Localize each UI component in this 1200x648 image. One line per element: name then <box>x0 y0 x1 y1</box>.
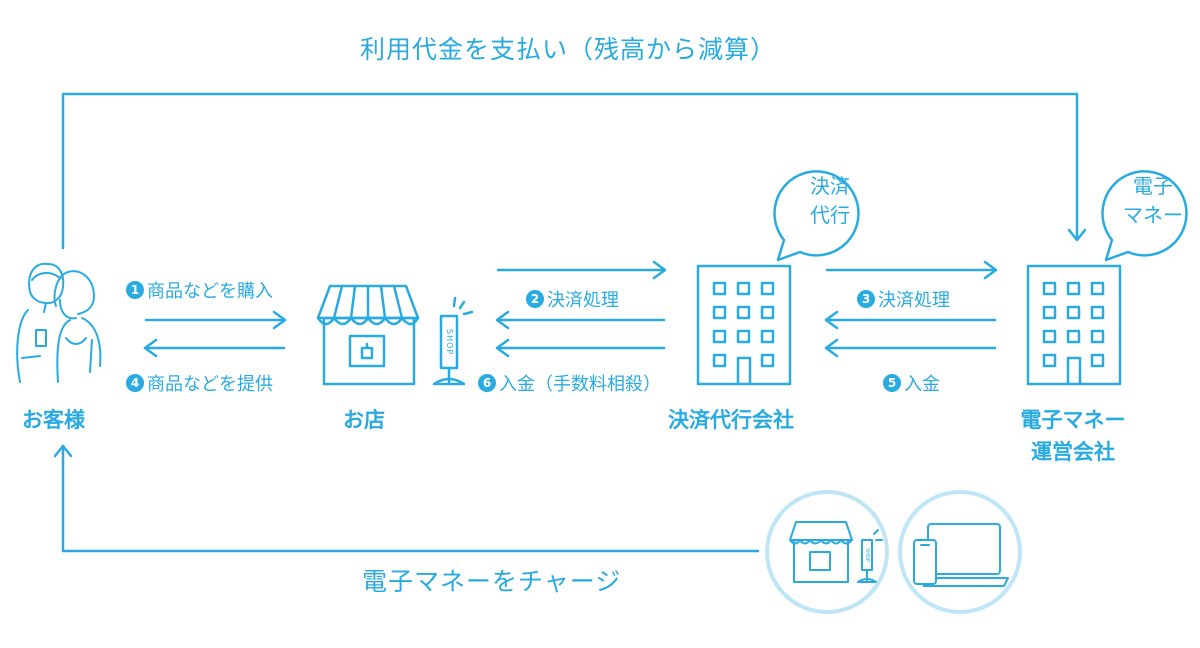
edge-text: 決済処理 <box>878 290 950 311</box>
edge-label-4: 4 商品などを提供 <box>126 370 273 396</box>
shop-sign-text: SHOP <box>445 328 454 356</box>
bottom-flow-arrow <box>53 444 760 553</box>
customer-label: お客様 <box>22 408 85 432</box>
emoney-company-building-icon <box>1026 264 1122 386</box>
charge-shop-sign-text: SHOP <box>864 548 870 562</box>
speech-bubble-agent <box>773 170 860 262</box>
customers-icon <box>16 262 102 383</box>
bubble-agent-line2: 代行 <box>810 203 850 227</box>
bubble-agent-text: 決済 代行 <box>795 172 865 230</box>
payment-agent-label: 決済代行会社 <box>668 408 794 432</box>
edge-text: 商品などを提供 <box>147 374 273 395</box>
arrow-emoney-to-agent-processing <box>824 310 997 330</box>
store-icon <box>316 284 474 386</box>
step-number: 3 <box>857 290 875 308</box>
edge-label-6: 6 入金（手数料相殺） <box>478 370 661 396</box>
bubble-emoney-line2: マネー <box>1123 203 1183 227</box>
bubble-agent-line1: 決済 <box>810 174 850 198</box>
charge-store-circle <box>765 490 889 614</box>
arrow-agent-to-store-processing <box>495 310 666 330</box>
edge-text: 決済処理 <box>547 290 619 311</box>
top-flow-arrow <box>61 92 1087 250</box>
store-label: お店 <box>343 408 385 432</box>
step-number: 5 <box>883 374 901 392</box>
bubble-emoney-text: 電子 マネー <box>1113 172 1193 230</box>
edge-label-1: 1 商品などを購入 <box>126 277 273 303</box>
edge-text: 入金 <box>904 374 940 395</box>
edge-text: 入金（手数料相殺） <box>499 374 661 395</box>
speech-bubble-emoney <box>1101 170 1188 262</box>
top-flow-label: 利用代金を支払い（残高から減算） <box>360 35 777 64</box>
arrow-store-to-customer <box>143 338 286 358</box>
arrow-customer-to-store <box>144 310 287 330</box>
bottom-flow-label: 電子マネーをチャージ <box>362 567 622 596</box>
bubble-emoney-line1: 電子 <box>1133 174 1173 198</box>
edge-label-2: 2 決済処理 <box>526 286 619 312</box>
edge-text: 商品などを購入 <box>147 281 273 302</box>
edge-label-5: 5 入金 <box>883 370 940 396</box>
step-number: 6 <box>478 374 496 392</box>
arrow-store-to-agent <box>496 260 667 280</box>
arrow-agent-to-store-payment <box>495 338 666 358</box>
step-number: 1 <box>126 281 144 299</box>
charge-device-circle <box>898 490 1022 614</box>
step-number: 4 <box>126 374 144 392</box>
step-number: 2 <box>526 290 544 308</box>
arrow-emoney-to-agent-payment <box>824 338 997 358</box>
emoney-company-label: 電子マネー 運営会社 <box>1008 404 1138 468</box>
emoney-company-label-line1: 電子マネー <box>1020 408 1126 432</box>
emoney-company-label-line2: 運営会社 <box>1031 440 1115 464</box>
edge-label-3: 3 決済処理 <box>857 286 950 312</box>
arrow-agent-to-emoney <box>825 260 998 280</box>
payment-agent-building-icon <box>696 264 792 386</box>
